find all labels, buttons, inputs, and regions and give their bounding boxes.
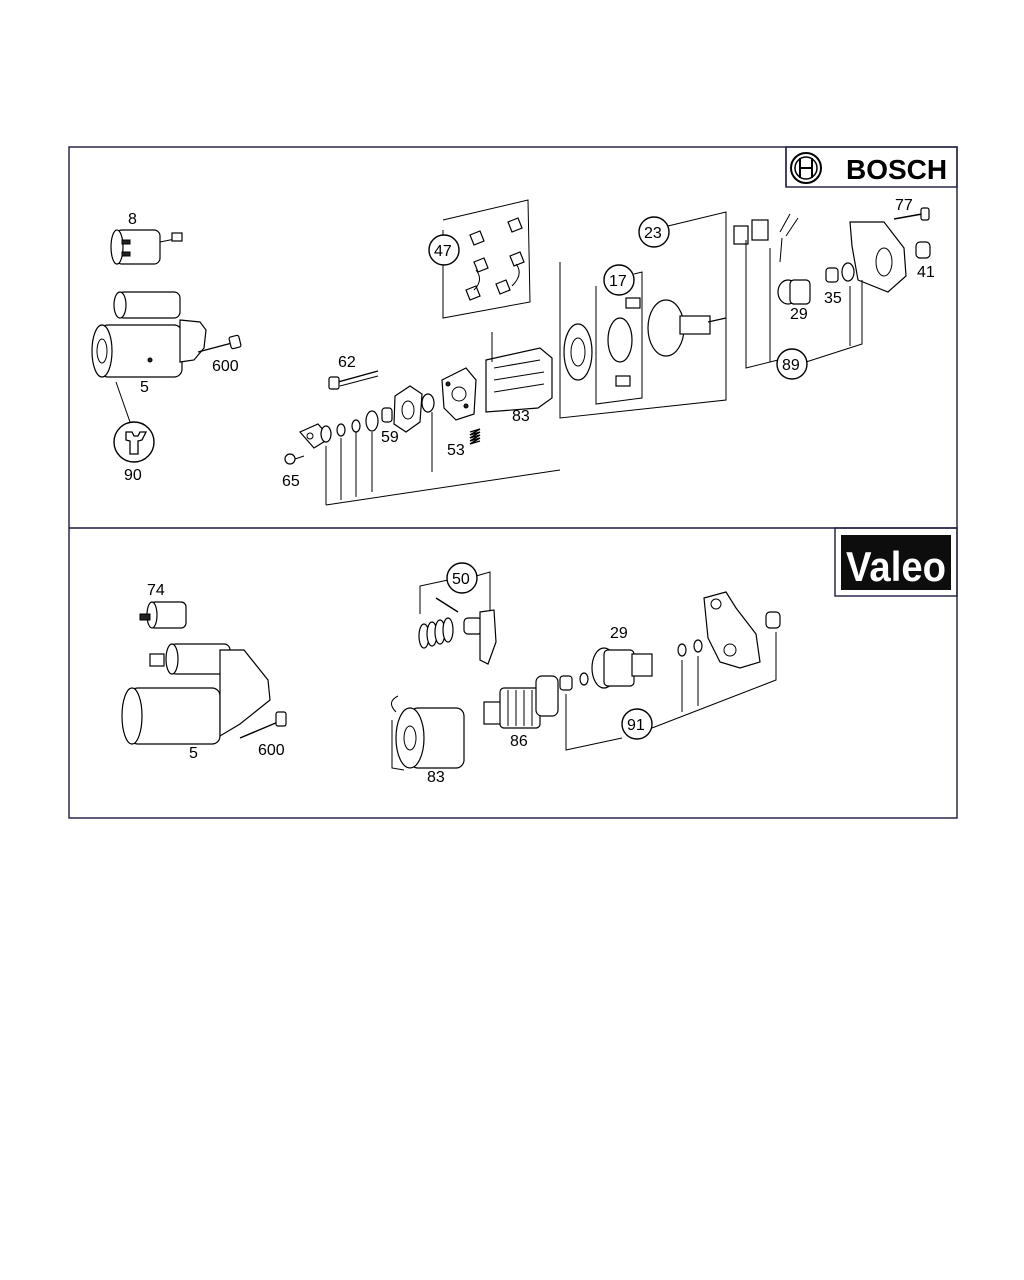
label-35: 35 <box>824 290 842 307</box>
part-5-starter-motor-valeo <box>121 643 271 745</box>
label-600-valeo: 600 <box>258 742 285 759</box>
part-5-starter-motor <box>91 291 207 378</box>
label-77: 77 <box>895 197 913 214</box>
part-59-end-plate <box>393 385 423 433</box>
part-600-bolt <box>197 334 242 353</box>
part-50-spring-and-lever <box>418 597 497 665</box>
planetary-ring-gear <box>563 323 593 381</box>
washer-valeo-2 <box>677 643 687 657</box>
part-35-bushing <box>825 267 839 283</box>
label-17: 17 <box>609 273 627 290</box>
group-91-lines <box>565 632 777 751</box>
bosch-armature-logo-icon <box>790 152 822 184</box>
part-29-pinion-bosch <box>777 279 811 305</box>
callout-47 <box>428 234 460 266</box>
part-41-bushing <box>915 241 931 259</box>
label-47: 47 <box>434 243 452 260</box>
label-41: 41 <box>917 264 935 281</box>
label-8: 8 <box>128 211 137 228</box>
label-5-valeo: 5 <box>189 745 198 762</box>
brush-plate <box>441 367 477 421</box>
valeo-logo: Valeo <box>834 527 958 597</box>
part-90-wrench-kit <box>113 421 155 463</box>
washer-valeo-1 <box>579 672 589 686</box>
label-62: 62 <box>338 354 356 371</box>
callout-17 <box>603 264 635 296</box>
part-62-through-bolt <box>328 370 379 390</box>
label-83-valeo: 83 <box>427 769 445 786</box>
label-89: 89 <box>782 357 800 374</box>
label-59: 59 <box>381 429 399 446</box>
label-23: 23 <box>644 225 662 242</box>
part-53-spring <box>469 428 481 445</box>
engagement-lever <box>733 213 799 263</box>
callout-89 <box>776 348 808 380</box>
group-washers-lines <box>325 412 561 506</box>
diagram-frame <box>68 146 958 819</box>
label-65: 65 <box>282 473 300 490</box>
label-50: 50 <box>452 571 470 588</box>
part-29-pinion-valeo <box>591 647 653 689</box>
label-83-bosch: 83 <box>512 408 530 425</box>
label-90: 90 <box>124 467 142 484</box>
part-8-solenoid <box>110 229 183 265</box>
part-47-brush-kit <box>442 199 531 319</box>
label-53: 53 <box>447 442 465 459</box>
part-600-bolt-valeo <box>239 711 287 739</box>
label-29-valeo: 29 <box>610 625 628 642</box>
callout-91 <box>621 708 653 740</box>
brand-valeo: Valeo <box>846 543 946 590</box>
group-17-frame <box>595 271 643 405</box>
part-77-bolt <box>893 207 930 221</box>
part-17-gear-carrier <box>607 297 641 387</box>
label-29-bosch: 29 <box>790 306 808 323</box>
drive-end-housing-valeo <box>703 591 761 669</box>
bosch-logo: BOSCH <box>785 146 958 188</box>
bushing-valeo-1 <box>559 675 573 691</box>
wrench-icon <box>125 431 148 455</box>
group-89-lines <box>745 240 863 369</box>
part-83-field-housing-valeo <box>391 695 465 771</box>
group-23-frame <box>559 211 727 419</box>
washer-set-bosch <box>320 407 393 443</box>
o-ring <box>421 393 435 413</box>
callout-23 <box>638 216 670 248</box>
drive-end-housing <box>849 221 907 293</box>
brand-bosch: BOSCH <box>846 154 947 185</box>
washer-35 <box>841 262 855 282</box>
label-74: 74 <box>147 582 165 599</box>
washer-valeo-3 <box>693 639 703 653</box>
bushing-valeo-2 <box>765 611 781 629</box>
label-5-bosch: 5 <box>140 379 149 396</box>
callout-50 <box>446 562 478 594</box>
label-86: 86 <box>510 733 528 750</box>
label-91: 91 <box>627 717 645 734</box>
drive-pinion-shaft <box>647 299 727 357</box>
label-600-bosch: 600 <box>212 358 239 375</box>
part-83-field-coil <box>485 332 553 413</box>
part-86-armature <box>483 675 559 729</box>
part-74-solenoid <box>139 601 187 629</box>
